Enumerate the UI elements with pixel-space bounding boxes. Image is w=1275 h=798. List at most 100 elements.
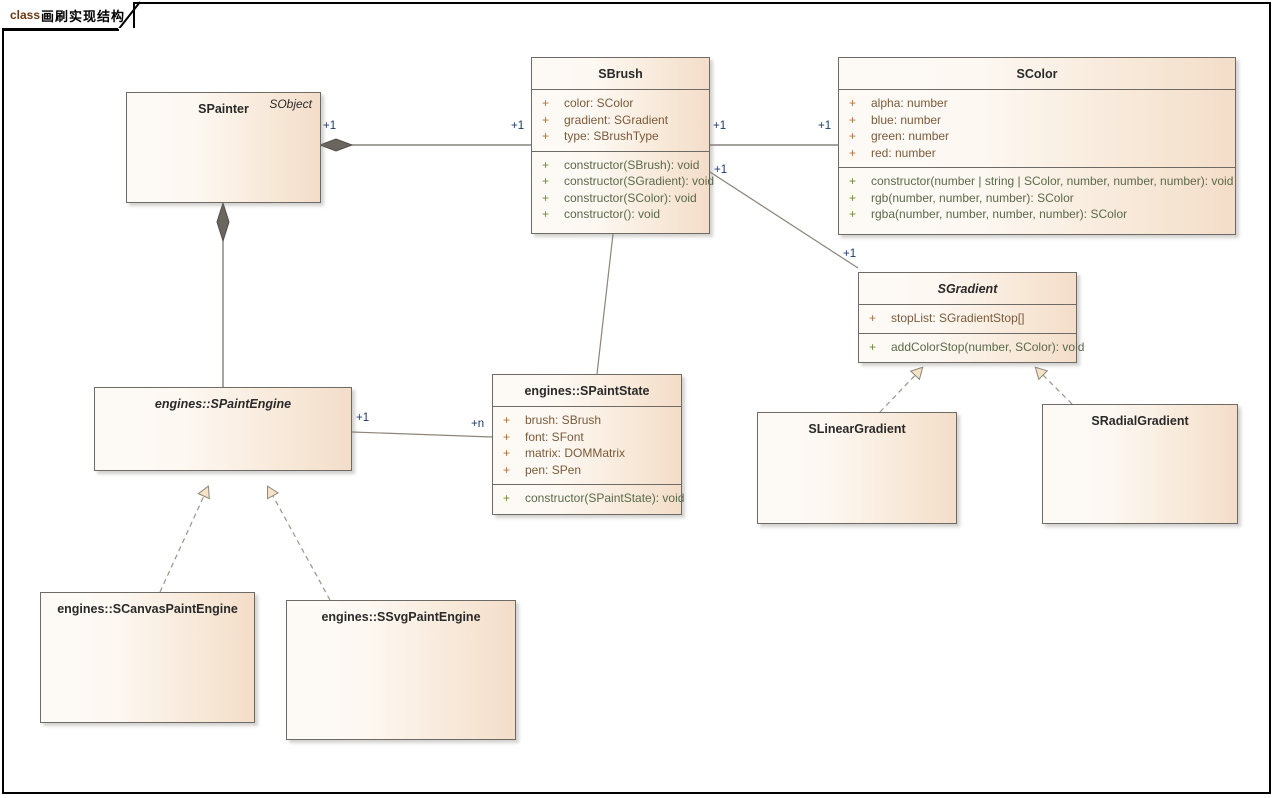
visibility-marker: + [849,207,857,221]
link-ssvgpaintengine-spaintengine [267,485,331,601]
class-name-sradialgradient: SRadialGradient [1091,414,1189,428]
class-title-spaintengine: engines::SPaintEngine [95,388,351,419]
operation-label: constructor(): void [564,207,661,221]
link-spaintengine-spaintstate [351,431,493,438]
visibility-marker: + [542,174,550,188]
attribute-label: matrix: DOMMatrix [525,446,625,460]
attribute-row: + type: SBrushType [532,128,709,145]
class-title-spaintstate: engines::SPaintState [493,375,681,407]
visibility-marker: + [542,190,550,205]
operation-row: + constructor(): void [532,206,709,223]
operations-scolor: + constructor(number | string | SColor, … [839,167,1235,229]
class-title-sgradient: SGradient [859,273,1076,305]
class-box-spaintengine[interactable]: engines::SPaintEngine [94,387,352,471]
class-name-sbrush: SBrush [598,67,643,81]
operation-row: + constructor(SPaintState): void [493,490,685,507]
visibility-marker: + [542,207,550,221]
attribute-row: + red: number [839,145,1235,162]
class-name-spaintengine: engines::SPaintEngine [154,397,292,411]
class-box-sgradient[interactable]: SGradient + stopList: SGradientStop[] + … [858,272,1084,363]
operation-label: constructor(SPaintState): void [525,491,685,505]
link-sbrush-sgradient [709,171,859,269]
operation-label: rgba(number, number, number, number): SC… [871,207,1128,221]
frame-keyword: class [10,8,41,22]
class-name-slineargradient: SLinearGradient [808,422,906,436]
visibility-marker: + [503,446,511,460]
visibility-marker: + [869,311,877,325]
visibility-marker: + [849,96,857,110]
attribute-label: type: SBrushType [564,129,659,143]
composition-diamond-spainter-spaintengine-icon [216,201,230,243]
attribute-row: + green: number [839,128,1235,145]
multiplicity-spainter-sbrush-target: +1 [511,120,525,132]
attribute-label: brush: SBrush [525,413,602,427]
visibility-marker: + [849,190,857,205]
operations-sbrush: + constructor(SBrush): void + constructo… [532,150,714,229]
attributes-scolor: + alpha: number + blue: number + green: … [839,90,1235,167]
visibility-marker: + [503,413,511,427]
frame-tab-mask [118,28,142,31]
composition-diamond-spainter-sbrush-icon [318,138,354,152]
visibility-marker: + [503,462,511,477]
class-box-scanvaspaintengine[interactable]: engines::SCanvasPaintEngine [40,592,255,723]
visibility-marker: + [542,112,550,127]
class-name-scanvaspaintengine: engines::SCanvasPaintEngine [57,602,238,616]
operation-row: + constructor(SGradient): void [532,173,714,190]
operation-row: + rgba(number, number, number, number): … [839,206,1235,223]
attribute-label: green: number [871,129,950,143]
attributes-spaintstate: + brush: SBrush + font: SFont + matrix: … [493,407,681,484]
class-box-sradialgradient[interactable]: SRadialGradient [1042,404,1238,524]
visibility-marker: + [503,491,511,505]
attribute-label: blue: number [871,112,942,127]
frame-tab-slash-icon [117,1,141,31]
class-title-scolor: SColor [839,58,1235,90]
attribute-label: color: SColor [564,96,634,110]
attribute-row: + font: SFont [493,429,681,446]
attribute-label: alpha: number [871,96,948,110]
operation-row: + constructor(SBrush): void [532,157,709,174]
attribute-label: stopList: SGradientStop[] [891,311,1025,325]
operation-label: addColorStop(number, SColor): void [891,339,1085,354]
operation-label: constructor(SGradient): void [564,174,715,188]
visibility-marker: + [849,129,857,143]
class-box-spaintstate[interactable]: engines::SPaintState + brush: SBrush + f… [492,374,685,515]
operation-row: + constructor(number | string | SColor, … [839,173,1235,190]
class-box-ssvgpaintengine[interactable]: engines::SSvgPaintEngine [286,600,516,740]
attribute-row: + gradient: SGradient [532,112,709,129]
multiplicity-spaintengine-spaintstate-target: +n [471,418,485,430]
class-box-slineargradient[interactable]: SLinearGradient [757,412,957,524]
link-scanvaspaintengine-spaintengine [159,485,210,593]
class-name-sgradient: SGradient [937,282,998,296]
link-sbrush-spaintstate [596,233,614,375]
operation-label: constructor(SColor): void [564,190,697,205]
visibility-marker: + [542,157,550,172]
attribute-label: font: SFont [525,429,584,444]
class-box-scolor[interactable]: SColor + alpha: number + blue: number + … [838,57,1236,235]
class-title-slineargradient: SLinearGradient [758,413,956,444]
operation-row: + addColorStop(number, SColor): void [859,339,1084,356]
attribute-label: pen: SPen [525,462,582,477]
visibility-marker: + [849,145,857,160]
attributes-sbrush: + color: SColor + gradient: SGradient + … [532,90,709,151]
operation-row: + constructor(SColor): void [532,190,709,207]
class-title-scanvaspaintengine: engines::SCanvasPaintEngine [41,593,254,624]
class-box-sbrush[interactable]: SBrush + color: SColor + gradient: SGrad… [531,57,714,234]
visibility-marker: + [542,96,550,110]
class-title-spainter: SObject SPainter [127,93,320,124]
multiplicity-spainter-sbrush-source: +1 [323,120,337,132]
operation-label: rgb(number, number, number): SColor [871,190,1074,205]
attributes-sgradient: + stopList: SGradientStop[] [859,305,1076,333]
multiplicity-sbrush-scolor-source: +1 [713,120,727,132]
operation-label: constructor(number | string | SColor, nu… [871,174,1234,188]
attribute-row: + blue: number [839,112,1235,129]
attribute-row: + matrix: DOMMatrix [493,445,681,462]
operation-row: + rgb(number, number, number): SColor [839,190,1235,207]
class-box-spainter[interactable]: SObject SPainter [126,92,321,203]
operations-sgradient: + addColorStop(number, SColor): void [859,332,1084,362]
multiplicity-sbrush-sgradient-source: +1 [714,164,728,176]
class-stereotype-spainter: SObject [269,97,312,111]
